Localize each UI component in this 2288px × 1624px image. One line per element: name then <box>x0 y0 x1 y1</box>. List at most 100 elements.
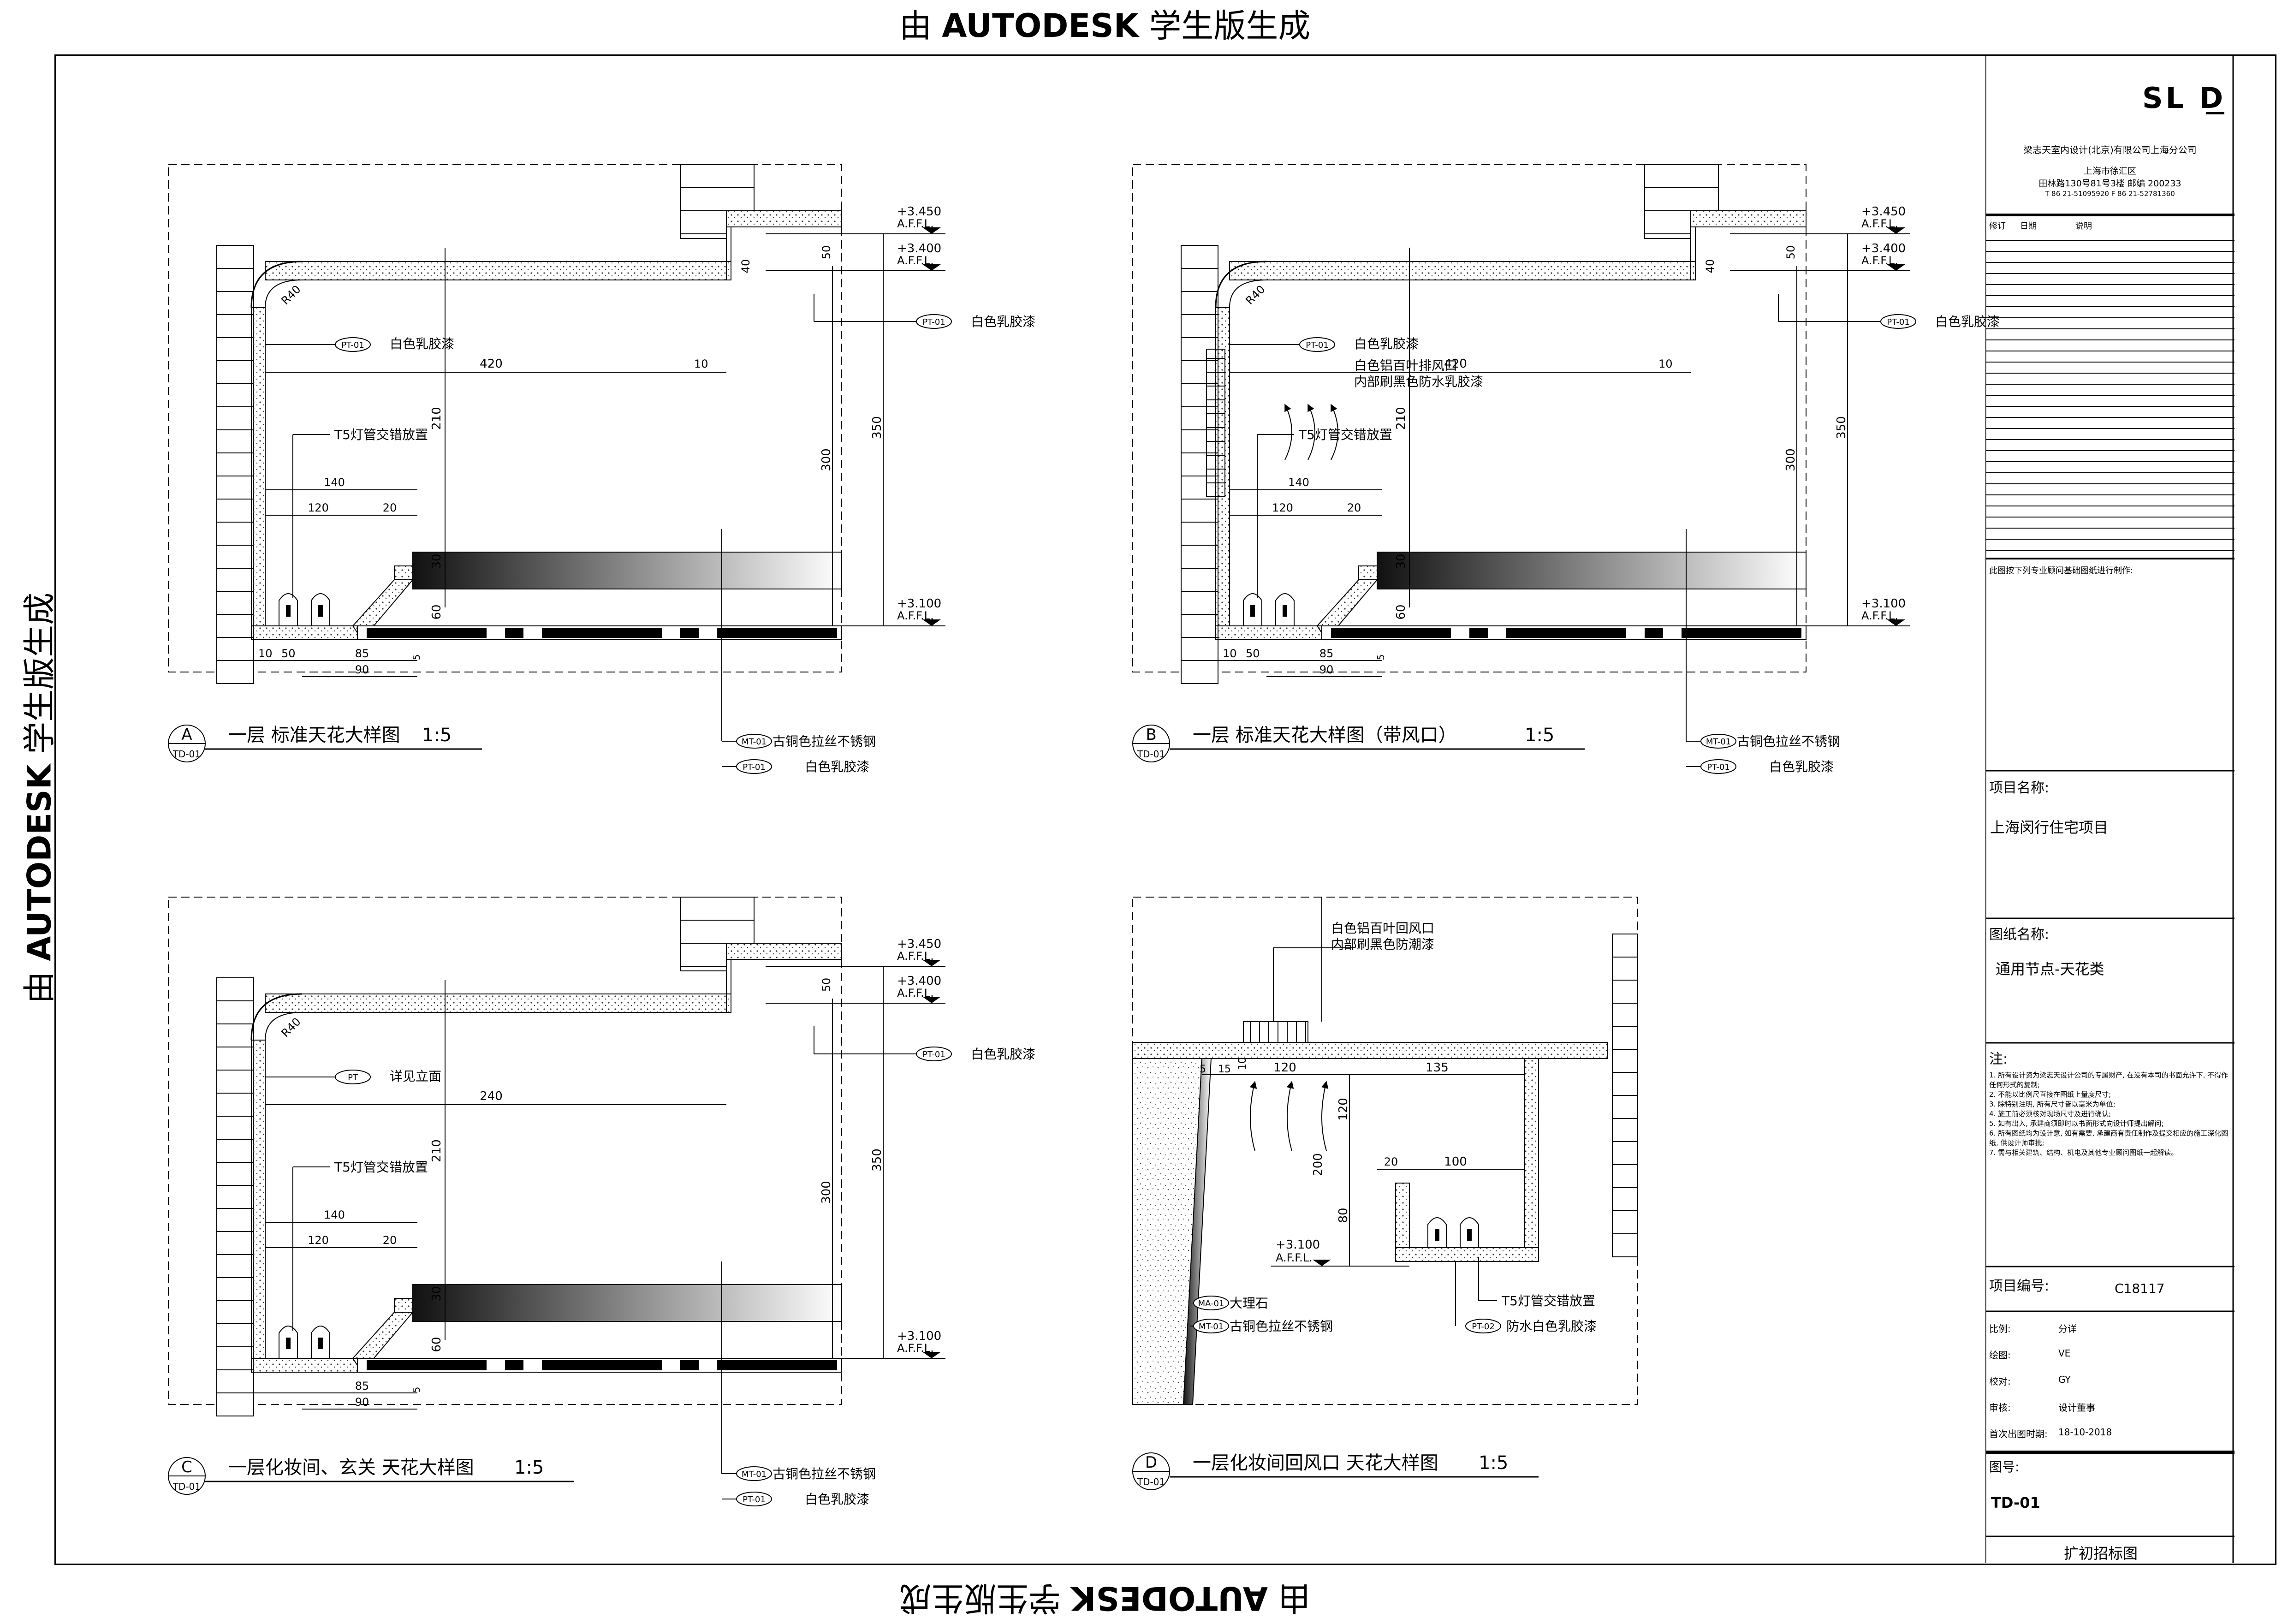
level-marker-icon <box>922 227 941 234</box>
airflow-arrow-icon <box>1307 404 1315 460</box>
level-value: +3.100 <box>1276 1238 1320 1252</box>
detail-ref: TD-01 <box>1137 749 1165 760</box>
vent-grille-icon <box>1206 349 1225 497</box>
dim-b4-value: 5 <box>411 654 422 660</box>
info-row-label: 绘图: <box>1989 1350 2011 1361</box>
lamp-icon <box>1460 1217 1479 1248</box>
tag-pt-bottom-bubble <box>736 1492 772 1506</box>
dim-v5-value: 40 <box>1704 259 1717 274</box>
tag-pt-left: PT-01 <box>1306 340 1329 350</box>
lamp-tube <box>1435 1229 1439 1241</box>
watermark-top: 由 AUTODESK 学生版生成 <box>899 7 1311 45</box>
info-row-label: 比例: <box>1989 1323 2011 1334</box>
tag-pt-right-bubble <box>916 1047 952 1061</box>
dim-h2-value: 120 <box>1272 501 1293 514</box>
rounded-corner-inner <box>1229 280 1267 308</box>
drawing-no-label: 图号: <box>1989 1459 2020 1475</box>
address-line-1: 上海市徐汇区 <box>2083 166 2136 176</box>
detail-letter: D <box>1145 1453 1157 1472</box>
dim-v4-value: 50 <box>1784 245 1797 260</box>
rounded-corner-inner <box>265 1012 303 1041</box>
level-sub: A.F.F.L. <box>897 609 934 622</box>
info-row: 审核: 设计董事 <box>1989 1400 2229 1414</box>
ceiling-board <box>265 993 731 1013</box>
label-paint-bottom: 白色乳胶漆 <box>805 759 869 774</box>
level-marker-icon <box>922 960 941 966</box>
label-lamp: T5灯管交错放置 <box>334 1160 428 1175</box>
rounded-corner <box>250 261 303 308</box>
airflow-arrow-icon <box>1331 404 1338 460</box>
project-name: 上海闵行住宅项目 <box>1990 819 2109 836</box>
detail-boundary <box>1132 164 1807 672</box>
level-value: +3.450 <box>897 205 941 219</box>
ceiling-board-top <box>726 210 842 227</box>
dim-g-value: 200 <box>1311 1153 1325 1176</box>
lamp-tube <box>286 605 291 617</box>
address-line-3: T 86 21-51095920 F 86 21-52781360 <box>2045 190 2175 198</box>
note-item: 2. 不能以比例尺直接在图纸上量度尺寸; <box>1989 1090 2111 1099</box>
lamp-icon <box>279 593 298 626</box>
dim-c-value: 15 <box>1218 1064 1231 1075</box>
dim-h3-value: 20 <box>383 1234 397 1247</box>
detail-boundary <box>168 164 842 672</box>
level-value: +3.400 <box>897 242 941 256</box>
dim-v3-value: 300 <box>1784 448 1798 471</box>
drawing-stage: 扩初招标图 <box>2064 1545 2138 1562</box>
detail-letter: A <box>181 726 192 744</box>
info-row-label: 首次出图时期: <box>1989 1428 2048 1440</box>
dim-v6-value: 30 <box>1394 553 1408 569</box>
drawing-sheet-border <box>54 54 2276 1565</box>
detail-boundary <box>168 897 842 1405</box>
dim-v1-value: 210 <box>1394 407 1408 430</box>
logo: SL D <box>2142 81 2226 115</box>
lamp-icon <box>311 593 330 626</box>
project-name-label: 项目名称: <box>1989 780 2050 796</box>
tag-pt-bottom-bubble <box>736 759 772 774</box>
detail-ref: TD-01 <box>172 749 201 760</box>
dim-top-value: 240 <box>480 1089 503 1103</box>
dim-e-value: 135 <box>1426 1061 1449 1075</box>
dim-b5-value: 90 <box>355 663 369 676</box>
project-no-label: 项目编号: <box>1989 1278 2050 1294</box>
rounded-corner <box>250 993 303 1041</box>
level-marker-icon <box>1887 227 1905 234</box>
dim-h3-value: 20 <box>1347 501 1361 514</box>
info-row: 校对:GY <box>1989 1374 2229 1387</box>
detail-scale: 1:5 <box>1525 725 1554 746</box>
label-paint-right: 白色乳胶漆 <box>1935 314 2000 329</box>
dim-gap-value: 10 <box>694 357 708 370</box>
label-vent-2: 内部刷黑色防水乳胶漆 <box>1354 374 1483 389</box>
tag-pt-bubble <box>1465 1319 1501 1333</box>
address-line-2: 田林路130号81号3楼 邮编 200233 <box>2038 178 2181 189</box>
tag-mt-bubble <box>1193 1319 1229 1333</box>
drawing-name-label: 图纸名称: <box>1989 927 2050 943</box>
info-row-value: GY <box>2058 1374 2071 1385</box>
dim-f-value: 120 <box>1337 1098 1350 1121</box>
label-steel: 古铜色拉丝不锈钢 <box>773 734 876 749</box>
board-right <box>1524 1058 1539 1248</box>
tag-mt-bubble <box>736 734 772 749</box>
level-value: +3.450 <box>1861 205 1906 219</box>
airflow-arrow-icon <box>1321 1081 1329 1151</box>
dim-h2-value: 120 <box>308 1234 329 1247</box>
label-paint-right: 白色乳胶漆 <box>971 314 1035 329</box>
level-value: +3.400 <box>1861 242 1906 256</box>
info-row-value: 18-10-2018 <box>2058 1427 2112 1438</box>
dim-b5-value: 90 <box>355 1396 369 1409</box>
info-row-label: 审核: <box>1989 1402 2011 1413</box>
detail-letter: C <box>181 1458 192 1476</box>
info-row-value: 设计董事 <box>2058 1402 2095 1413</box>
board-bottom <box>251 625 358 640</box>
tag-pt-right: PT-01 <box>1887 317 1910 327</box>
info-row-value: VE <box>2058 1348 2071 1359</box>
tag-ma: MA-01 <box>1198 1299 1224 1309</box>
dim-v4-value: 50 <box>820 978 833 992</box>
dim-b-value: 5 <box>1200 1064 1206 1075</box>
dim-v2-value: 350 <box>870 416 884 439</box>
dim-radius: R40 <box>1243 283 1267 307</box>
detail-letter: B <box>1146 726 1156 744</box>
tag-pt-right-bubble <box>1880 314 1916 329</box>
